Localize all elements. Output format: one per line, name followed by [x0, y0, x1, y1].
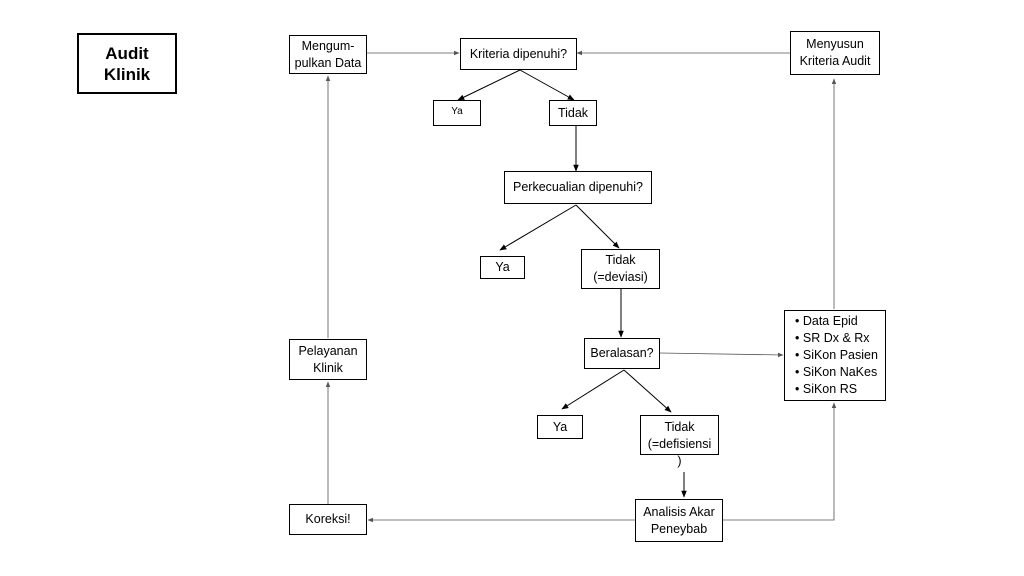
node-tidak-defisiensi-line3: ) — [677, 454, 682, 468]
node-menyusun-line2: Kriteria Audit — [799, 54, 871, 68]
node-tidak-deviasi-line2: (=deviasi) — [593, 270, 648, 284]
arrow-kriteria-to-ya — [457, 69, 521, 101]
diagram-title-line1: Audit — [105, 43, 149, 63]
source-item: SiKon NaKes — [795, 364, 877, 381]
node-perkecualian-label: Perkecualian dipenuhi? — [513, 180, 643, 194]
node-ya-2-label: Ya — [495, 260, 510, 274]
arrow-perkecualian-to-tidak — [575, 204, 620, 249]
arrow-beralasan-to-ya — [561, 369, 625, 410]
node-perkecualian-dipenuhi: Perkecualian dipenuhi? — [504, 171, 652, 204]
node-ya-1: Ya — [433, 100, 481, 126]
source-item: SiKon Pasien — [795, 347, 878, 364]
node-koreksi-label: Koreksi! — [305, 512, 351, 526]
node-ya-2: Ya — [480, 256, 525, 279]
diagram-title: Audit Klinik — [77, 33, 177, 94]
node-tidak-1: Tidak — [549, 100, 597, 126]
node-tidak-defisiensi-line2: (=defisiensi — [647, 437, 712, 451]
node-analisis-line2: Peneybab — [650, 521, 708, 536]
arrow-analisis-to-sources — [723, 402, 837, 521]
node-data-sources: Data Epid SR Dx & Rx SiKon Pasien SiKon … — [784, 310, 886, 401]
node-pelayanan-line1: Pelayanan — [298, 343, 358, 358]
node-pelayanan-klinik: Pelayanan Klinik — [289, 339, 367, 380]
arrow-perkecualian-to-ya — [499, 204, 577, 251]
node-koreksi: Koreksi! — [289, 504, 367, 535]
node-beralasan: Beralasan? — [584, 338, 660, 369]
node-menyusun-line1: Menyusun — [806, 37, 864, 51]
arrow-beralasan-to-tidak — [623, 369, 672, 413]
node-tidak-deviasi: Tidak (=deviasi) — [581, 249, 660, 289]
node-menyusun-kriteria: Menyusun Kriteria Audit — [790, 31, 880, 75]
source-item: SiKon RS — [795, 381, 857, 398]
node-pelayanan-line2: Klinik — [313, 360, 343, 375]
node-ya-3: Ya — [537, 415, 583, 439]
node-tidak-defisiensi: Tidak (=defisiensi ) — [640, 415, 719, 468]
node-ya-3-label: Ya — [552, 419, 568, 434]
node-tidak-1-label: Tidak — [557, 105, 589, 120]
node-analisis-line1: Analisis Akar — [643, 504, 715, 519]
node-tidak-defisiensi-line1: Tidak — [664, 420, 695, 434]
source-item: Data Epid — [795, 313, 858, 330]
arrow-kriteria-to-tidak — [519, 69, 575, 101]
node-mengumpulkan-data: Mengum- pulkan Data — [289, 35, 367, 74]
node-mengumpulkan-line2: pulkan Data — [294, 55, 362, 70]
node-tidak-deviasi-line1: Tidak — [605, 253, 636, 267]
node-analisis-akar: Analisis Akar Peneybab — [635, 499, 723, 542]
node-mengumpulkan-line1: Mengum- — [301, 38, 355, 53]
source-item: SR Dx & Rx — [795, 330, 870, 347]
diagram-title-line2: Klinik — [103, 64, 151, 84]
node-kriteria-label: Kriteria dipenuhi? — [469, 46, 568, 61]
node-ya-1-label: Ya — [451, 106, 463, 117]
node-kriteria-dipenuhi: Kriteria dipenuhi? — [460, 38, 577, 70]
arrow-beralasan-to-sources — [659, 352, 784, 358]
node-beralasan-label: Beralasan? — [590, 346, 654, 360]
